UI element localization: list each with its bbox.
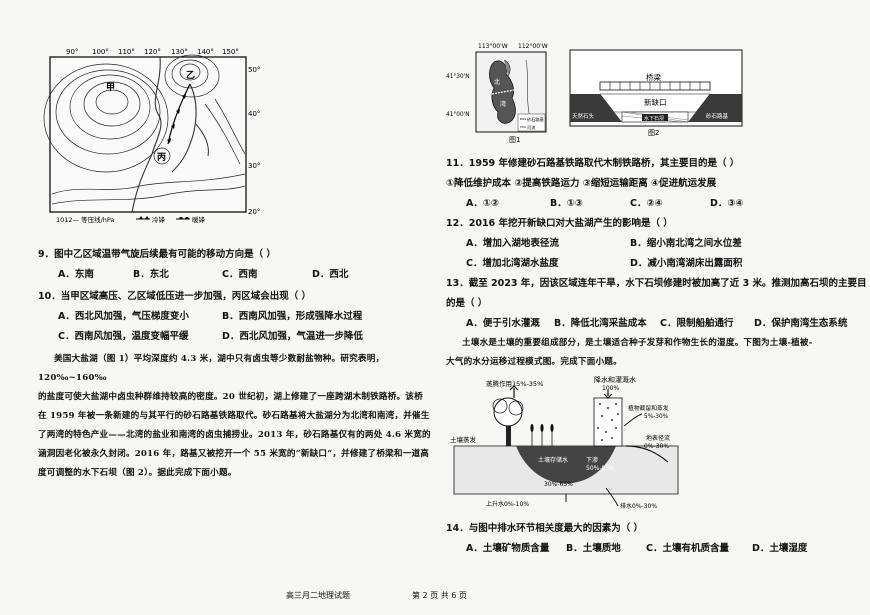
fig1-caption: 图1 bbox=[509, 136, 520, 144]
legend-cold-front: 冷锋 bbox=[152, 215, 166, 224]
q14-option-b[interactable]: B．土壤质地 bbox=[566, 543, 621, 554]
region-bing-label: 丙 bbox=[157, 152, 166, 163]
lon-label: 150° bbox=[222, 48, 239, 56]
q9-option-a[interactable]: A．东南 bbox=[58, 269, 94, 280]
soil-intro: 土壤水是土壤的重要组成部分，是土壤适合种子发芽和作物生长的湿度。下图为土壤-植被… bbox=[446, 334, 846, 372]
q11-option-c[interactable]: C．②④ bbox=[630, 198, 663, 209]
fig1-lake-label-2: 湾 bbox=[500, 100, 506, 108]
intercept-label: 植物截留和蒸发 bbox=[628, 404, 669, 412]
q9-option-c[interactable]: C．西南 bbox=[222, 269, 258, 280]
intercept-pct: 5%-30% bbox=[644, 414, 669, 420]
runoff-label: 地表径流 bbox=[646, 434, 670, 442]
soil-water-label: 土壤存储水 bbox=[538, 456, 568, 464]
fig2-bridge-label: 桥梁 bbox=[646, 72, 661, 82]
soil-evap-label: 土壤蒸发 bbox=[450, 435, 477, 444]
redistribution-pct: 30%-65% bbox=[544, 481, 573, 488]
transpiration-label: 蒸腾作用15%-35% bbox=[486, 379, 543, 388]
region-yi-label: 乙 bbox=[186, 70, 195, 81]
fig1-legend-causeway: 砂石路基 bbox=[527, 116, 545, 123]
lat-label: 20° bbox=[248, 208, 260, 216]
figure-1-map: 113°00'W 112°00'W 41°30'N 41°00'N 北 湾 砂石… bbox=[446, 43, 548, 144]
q14-option-a[interactable]: A．土壤矿物质含量 bbox=[466, 543, 550, 554]
infiltration-pct: 50%-95% bbox=[586, 465, 615, 472]
region-jia-label: 甲 bbox=[106, 82, 115, 93]
fig1-legend-river: 河流 bbox=[527, 124, 536, 131]
lon-label: 100° bbox=[92, 48, 109, 56]
legend-warm-front: 暖锋 bbox=[192, 215, 206, 224]
q11-option-a[interactable]: A．①② bbox=[466, 198, 499, 209]
q14-option-d[interactable]: D．土壤湿度 bbox=[752, 543, 808, 554]
fig2-gap-label: 新缺口 bbox=[644, 97, 667, 107]
question-13-cont: 的是（ ） bbox=[446, 298, 488, 309]
q12-option-c[interactable]: C．增加北湾湖水盐度 bbox=[466, 258, 559, 269]
soil-intro-line: 大气的水分运移过程模式图。完成下面小题。 bbox=[446, 357, 622, 367]
q13-option-c[interactable]: C．限制船舶通行 bbox=[660, 318, 734, 329]
passage: 美国大盐湖（图 1）平均深度约 4.3 米，湖中只有卤虫等少数耐盐物种。研究表明… bbox=[38, 350, 438, 483]
figure-2-section: 桥梁 新缺口 水下石坝 天然石头 砂石路基 图2 bbox=[569, 49, 743, 137]
passage-line: 的盐度可使大盐湖中卤虫种群维持较高的密度。20 世纪初，湖上修建了一座跨湖木制铁… bbox=[38, 392, 423, 402]
q10-option-c[interactable]: C．西南风加强，温度变幅平缓 bbox=[58, 331, 189, 342]
fig1-lon-left: 113°00'W bbox=[478, 43, 508, 50]
fig1-lon-right: 112°00'W bbox=[518, 43, 548, 50]
q10-option-a[interactable]: A．西北风加强，气压梯度变小 bbox=[58, 311, 189, 322]
fig1-lat-top: 41°30'N bbox=[446, 74, 470, 80]
lon-label: 140° bbox=[197, 48, 214, 56]
q11-choices: ①降低维护成本 ②提高铁路运力 ③缩短运输距离 ④促进航运发展 bbox=[446, 178, 717, 189]
q10-option-b[interactable]: B．西南风加强，形成强降水过程 bbox=[222, 311, 363, 322]
q12-option-b[interactable]: B．缩小南北湾之间水位差 bbox=[630, 238, 742, 249]
q11-option-d[interactable]: D．③④ bbox=[710, 198, 744, 209]
precip-label: 降水和灌溉水 bbox=[594, 376, 636, 384]
q13-option-b[interactable]: B．降低北湾采盐成本 bbox=[554, 318, 647, 329]
fig2-right-label: 砂石路基 bbox=[706, 112, 729, 120]
fig1-lat-bottom: 41°00'N bbox=[446, 112, 470, 118]
passage-line: 了两湾的特色产业——北湾的盐业和南湾的卤虫捕捞业。2013 年，砂石路基仅有的两… bbox=[38, 430, 431, 440]
q9-option-d[interactable]: D．西北 bbox=[312, 269, 349, 280]
q14-option-c[interactable]: C．土壤有机质含量 bbox=[646, 543, 729, 554]
fig2-caption: 图2 bbox=[648, 129, 659, 137]
infiltration-label: 下渗 bbox=[586, 456, 598, 464]
question-14: 14．与图中排水环节相关度最大的因素为（ ） bbox=[446, 523, 644, 534]
lon-label: 90° bbox=[66, 48, 78, 56]
runoff-pct: 0%-30% bbox=[644, 443, 669, 450]
weather-map: 90° 100° 110° 120° 130° 140° 150° 50° 40… bbox=[43, 48, 260, 224]
footer-title: 高三月二地理试题 bbox=[286, 591, 350, 600]
precip-pct: 100% bbox=[602, 385, 619, 392]
fig2-left-label: 天然石头 bbox=[572, 112, 595, 120]
drainage-label: 排水0%-30% bbox=[620, 502, 657, 510]
q13-option-a[interactable]: A．便于引水灌溉 bbox=[466, 318, 540, 329]
question-9: 9．图中乙区域温带气旋后续最有可能的移动方向是（ ） bbox=[38, 249, 276, 260]
lat-label: 40° bbox=[248, 110, 260, 118]
footer-page-number: 第 2 页 共 6 页 bbox=[412, 591, 467, 600]
q12-option-a[interactable]: A．增加入湖地表径流 bbox=[466, 238, 559, 249]
q11-option-b[interactable]: B．①③ bbox=[550, 198, 583, 209]
question-10: 10．当甲区域高压、乙区域低压进一步加强，丙区域会出现（ ） bbox=[38, 291, 312, 302]
passage-line: 在 1959 年被一条新建的与其平行的砂石路基铁路取代。砂石路基将大盐湖分为北湾… bbox=[38, 411, 430, 421]
fig2-center-label: 水下石坝 bbox=[644, 115, 664, 122]
q9-option-b[interactable]: B．东北 bbox=[133, 269, 169, 280]
question-13: 13．截至 2023 年，因该区域连年干旱，水下石坝修建时被加高了近 3 米。推… bbox=[446, 278, 867, 289]
lat-label: 30° bbox=[248, 162, 260, 170]
passage-line: 度可调整的水下石坝（图 2）。据此完成下面小题。 bbox=[38, 468, 237, 478]
soil-intro-line: 土壤水是土壤的重要组成部分，是土壤适合种子发芽和作物生长的湿度。下图为土壤-植被… bbox=[462, 338, 813, 348]
lon-label: 110° bbox=[118, 48, 135, 56]
q12-option-d[interactable]: D．减小南湾湖床出露面积 bbox=[630, 258, 743, 269]
lon-label: 120° bbox=[144, 48, 161, 56]
passage-line: 涵洞因老化被永久封闭。2016 年，路基又被挖开一个 55 米宽的“新缺口”，并… bbox=[38, 449, 430, 459]
question-12: 12．2016 年挖开新缺口对大盐湖产生的影响是（ ） bbox=[446, 218, 673, 229]
passage-line: 美国大盐湖（图 1）平均深度约 4.3 米，湖中只有卤虫等少数耐盐物种。研究表明… bbox=[38, 354, 385, 383]
q10-option-d[interactable]: D．西北风加强，气温进一步降低 bbox=[222, 331, 363, 342]
lat-label: 50° bbox=[248, 66, 260, 74]
capillary-label: 上升水0%-10% bbox=[486, 500, 529, 508]
soil-water-diagram: 蒸腾作用15%-35% 降水和灌溉水 100% 植物截留和蒸发 5%-30% 地… bbox=[450, 376, 679, 510]
question-11: 11．1959 年修建砂石路基铁路取代木制铁路桥，其主要目的是（ ） bbox=[446, 158, 740, 169]
lon-label: 130° bbox=[171, 48, 188, 56]
legend-isobar: 1012— 等压线/hPa bbox=[56, 215, 115, 224]
fig1-lake-label-1: 北 bbox=[494, 78, 500, 86]
q13-option-d[interactable]: D．保护南湾生态系统 bbox=[754, 318, 848, 329]
